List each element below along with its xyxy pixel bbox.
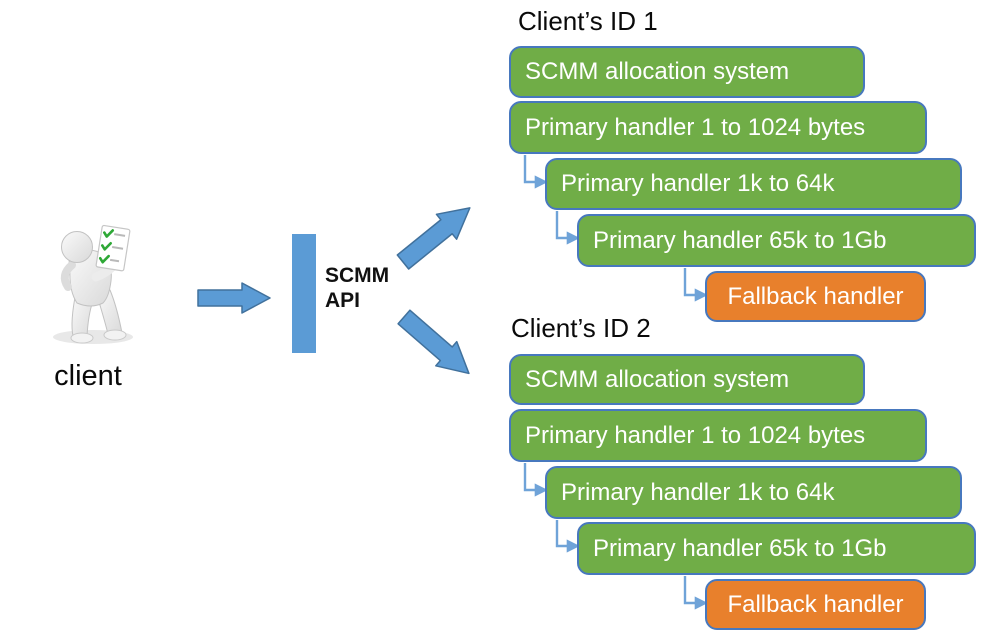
- node-primary-handler-65k-1gb-2: Primary handler 65k to 1Gb: [577, 522, 976, 575]
- node-fallback-handler-1: Fallback handler: [705, 271, 926, 322]
- client-label: client: [54, 360, 122, 392]
- client-figure-icon: [53, 224, 133, 344]
- node-fallback-handler-2: Fallback handler: [705, 579, 926, 630]
- elbow-connector: [555, 211, 580, 245]
- group1-title: Client’s ID 1: [518, 6, 658, 36]
- node-primary-handler-1k-64k-2: Primary handler 1k to 64k: [545, 466, 962, 519]
- api-bar: [292, 234, 316, 353]
- elbow-connector: [555, 520, 580, 553]
- arrow-right-icon: [197, 282, 271, 314]
- elbow-connector: [683, 268, 708, 302]
- elbow-connector: [683, 576, 708, 610]
- scmm-api-label-line1: SCMM: [325, 264, 390, 287]
- checklist-icon: [95, 224, 131, 272]
- node-primary-handler-1-1024-2: Primary handler 1 to 1024 bytes: [509, 409, 927, 462]
- elbow-connector: [523, 463, 548, 497]
- scmm-api-label: SCMM API: [325, 263, 389, 313]
- arrow-down-right-icon: [397, 309, 470, 375]
- node-primary-handler-1k-64k-1: Primary handler 1k to 64k: [545, 158, 962, 210]
- node-primary-handler-65k-1gb-1: Primary handler 65k to 1Gb: [577, 214, 976, 267]
- elbow-connector: [523, 155, 548, 189]
- arrow-up-right-icon: [396, 207, 471, 270]
- group2-title: Client’s ID 2: [511, 313, 651, 343]
- node-primary-handler-1-1024-1: Primary handler 1 to 1024 bytes: [509, 101, 927, 154]
- node-scmm-allocation-system-2: SCMM allocation system: [509, 354, 865, 405]
- node-scmm-allocation-system-1: SCMM allocation system: [509, 46, 865, 98]
- scmm-api-label-line2: API: [325, 289, 361, 312]
